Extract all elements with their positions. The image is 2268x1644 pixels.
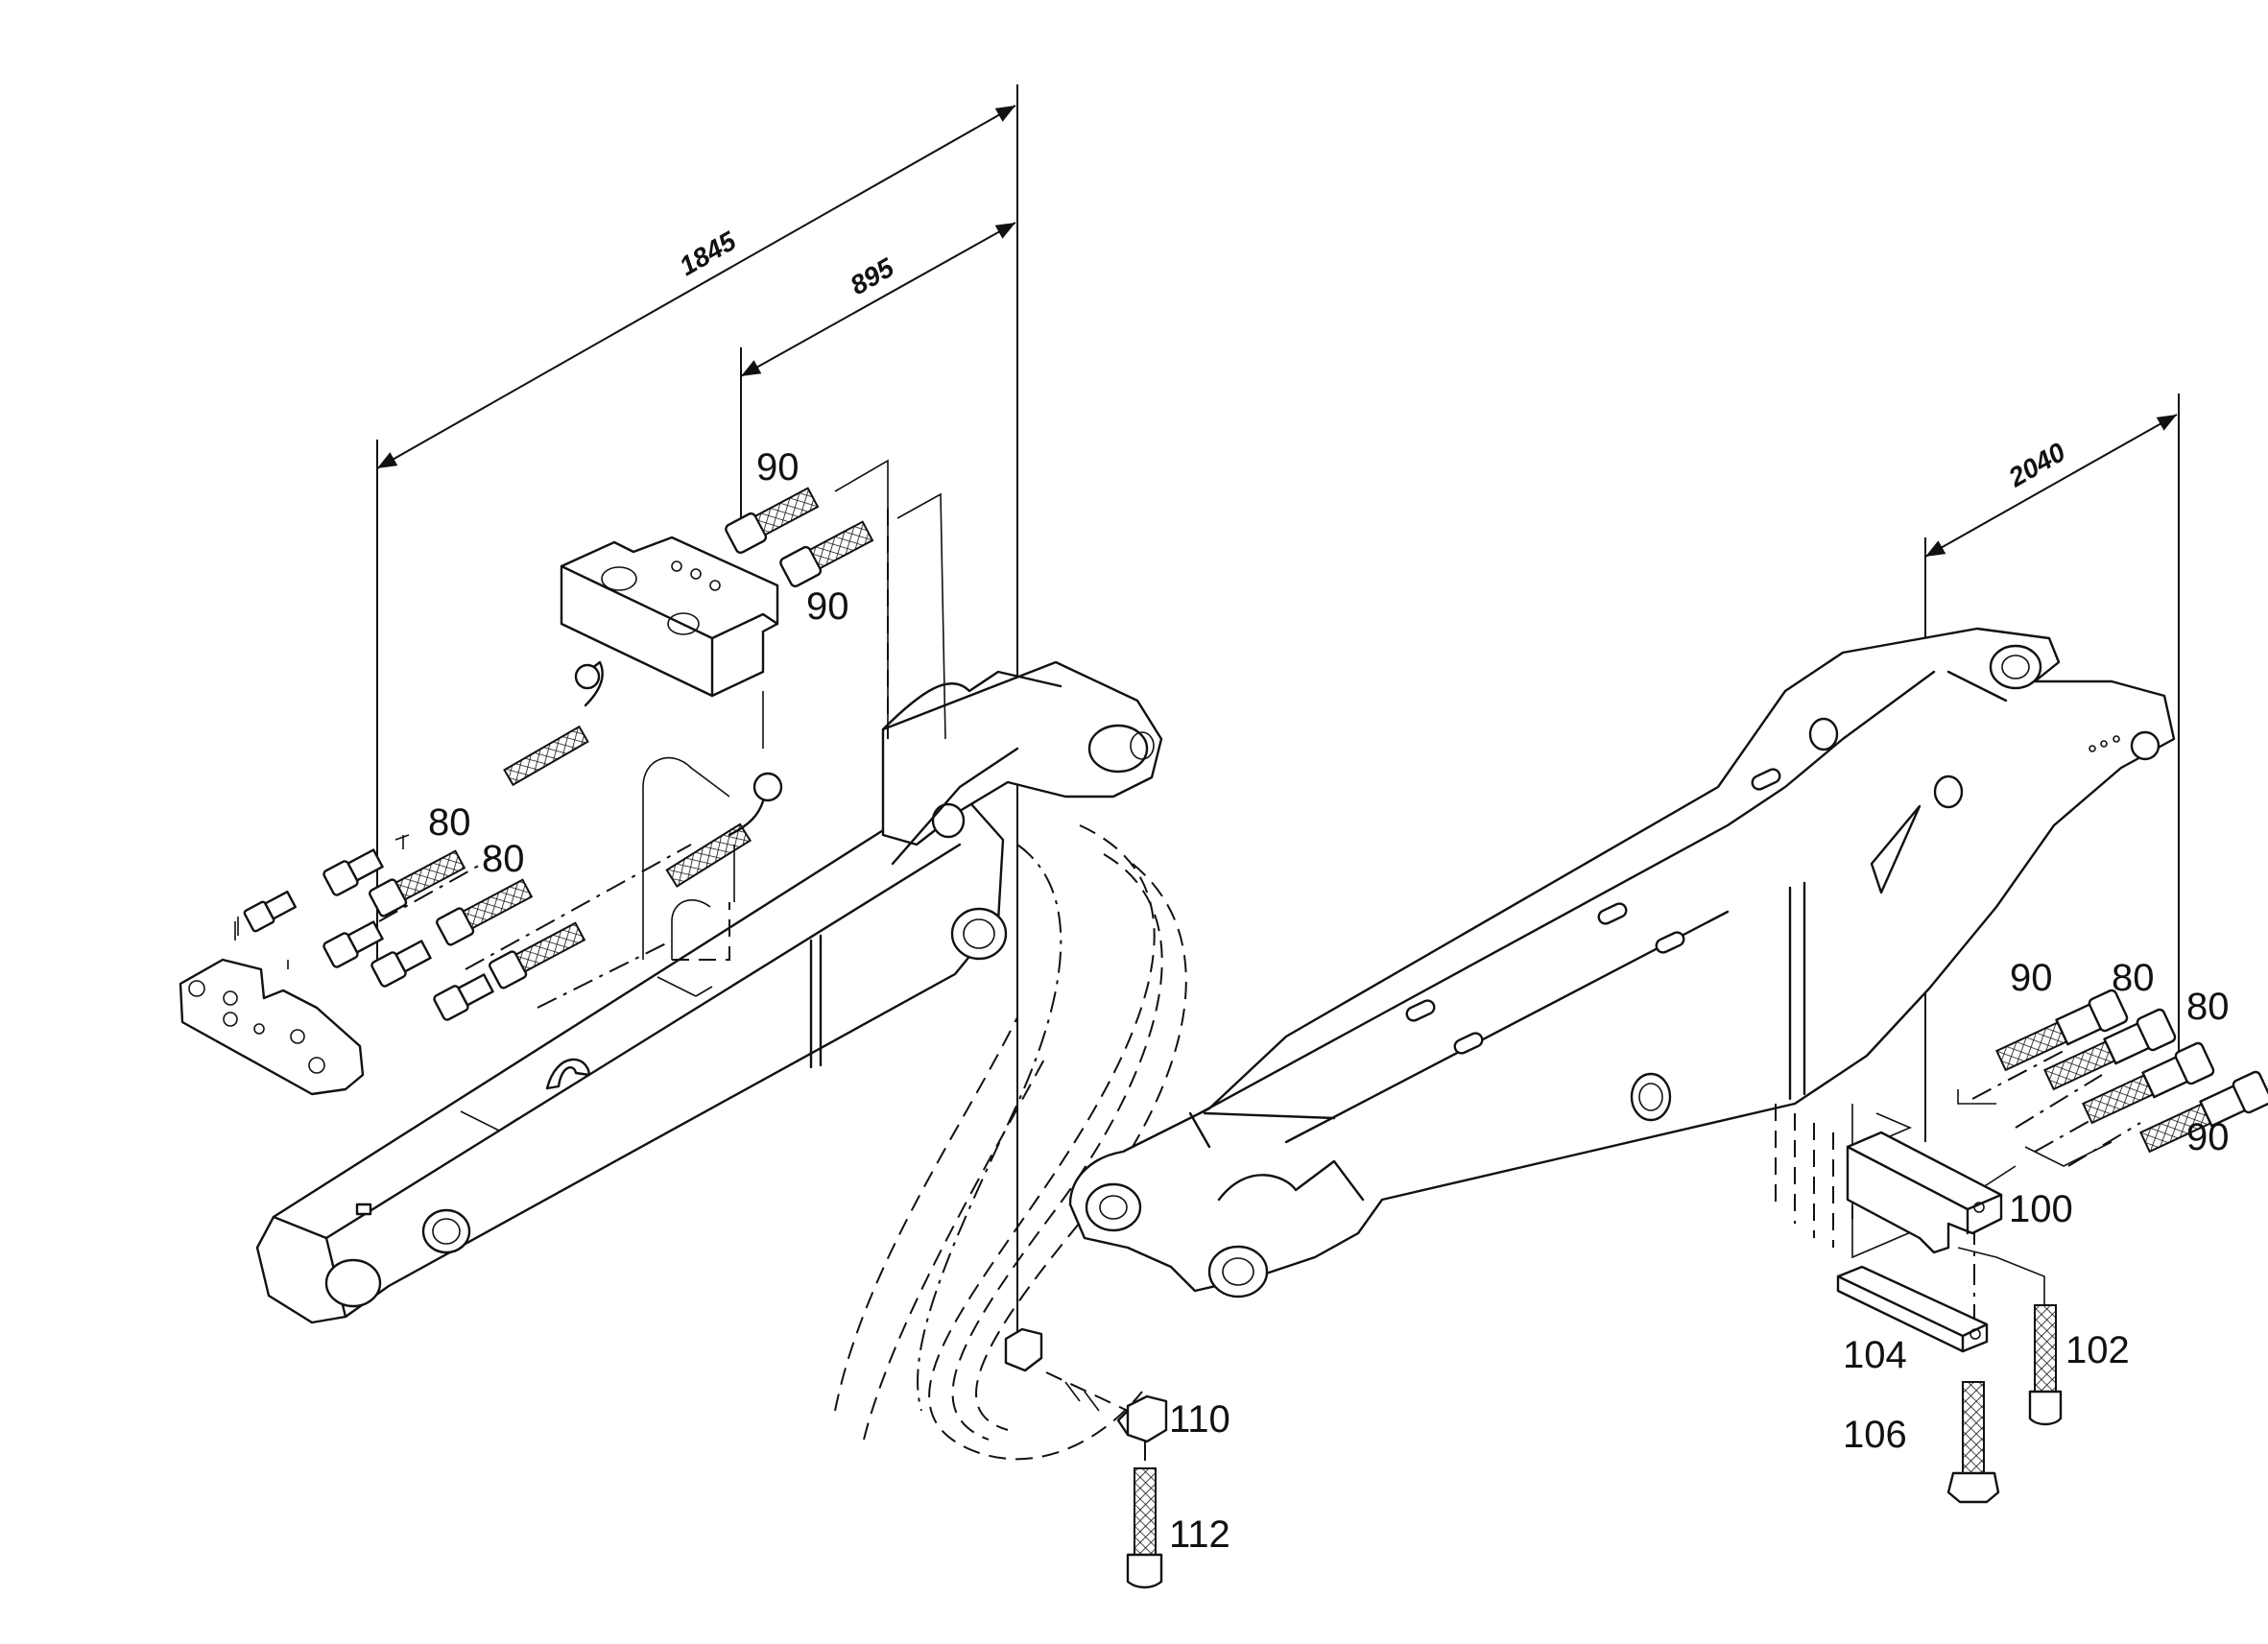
callout-80-left-a: 80: [428, 801, 471, 844]
callout-80-left-b: 80: [482, 838, 525, 880]
dimension-label-1845: 1845: [675, 226, 742, 281]
bracket-plate-left: [179, 958, 365, 1096]
callout-90-top-a: 90: [756, 446, 800, 488]
bolt-112: [1126, 1440, 1163, 1589]
callout-80-right-a: 80: [2112, 957, 2155, 999]
clamp-110: [1004, 1327, 1168, 1443]
right-boom: [1068, 627, 2176, 1299]
valve-block: [560, 536, 779, 698]
bracket-100: [1846, 1131, 2003, 1254]
left-arm: [255, 660, 1163, 1324]
callout-90-right-a: 90: [2010, 957, 2053, 999]
dimension-label-2040: 2040: [2003, 437, 2071, 493]
callout-90-top-b: 90: [806, 585, 849, 628]
callout-100: 100: [2009, 1188, 2073, 1230]
hose-fittings-right: [1995, 989, 2268, 1154]
callout-112: 112: [1169, 1513, 1230, 1556]
callout-90-right-b: 90: [2186, 1116, 2230, 1158]
callout-102: 102: [2065, 1329, 2130, 1371]
bolt-102: [2028, 1304, 2063, 1426]
hose-fittings-top: [725, 459, 946, 740]
callout-106: 106: [1843, 1414, 1907, 1456]
dimension-895: 895: [740, 222, 1016, 537]
callout-104: 104: [1843, 1334, 1907, 1376]
callout-80-right-b: 80: [2186, 986, 2230, 1028]
plate-104: [1836, 1265, 1989, 1353]
callout-110: 110: [1169, 1398, 1230, 1441]
bolt-106: [1946, 1381, 2000, 1504]
hose-fittings-left: [234, 660, 783, 1021]
